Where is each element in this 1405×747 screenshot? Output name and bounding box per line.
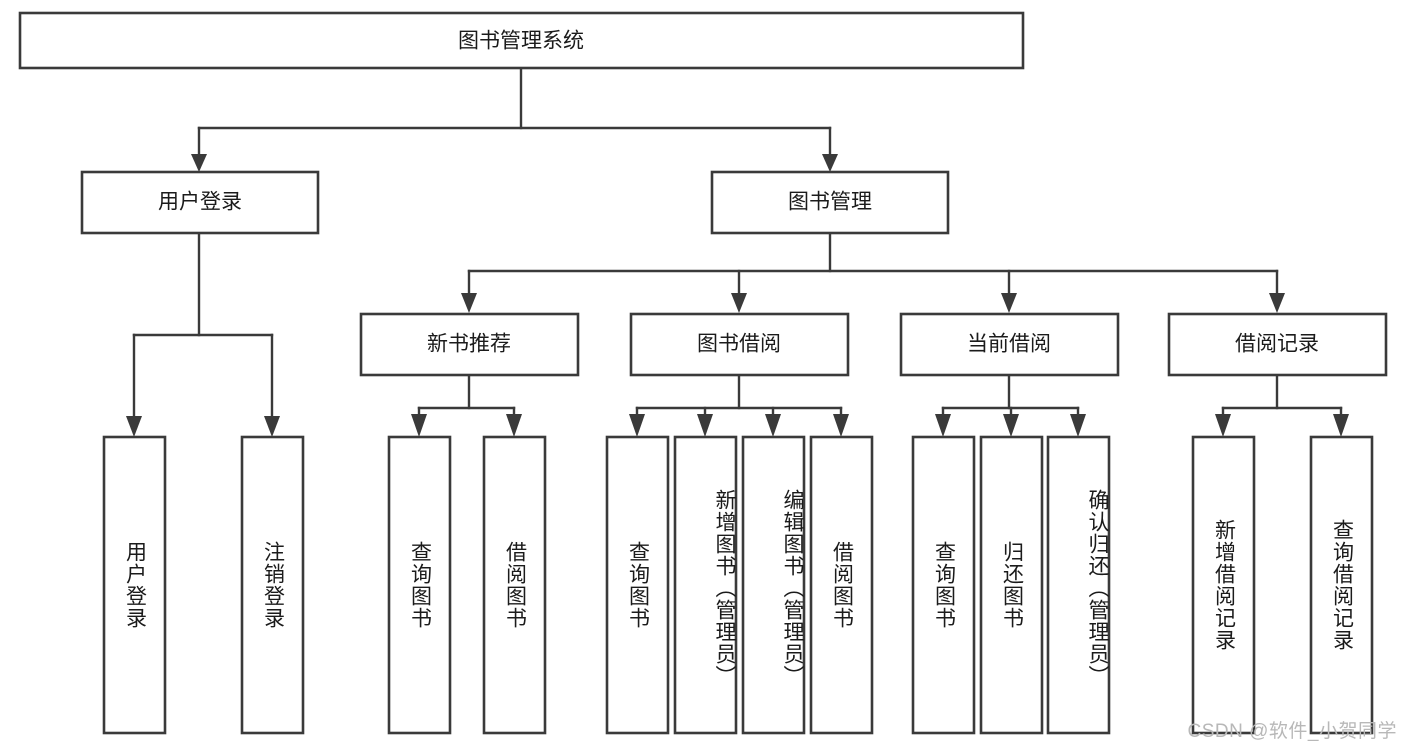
leaf-box-edit-book[interactable] xyxy=(741,435,806,735)
node-book-management-label: 图书管理 xyxy=(788,191,872,214)
arrow-leaf-logout-login xyxy=(264,416,280,437)
leaf-box-logout-login[interactable] xyxy=(240,435,305,735)
arrow-user-login xyxy=(191,154,207,172)
node-book-borrow[interactable]: 图书借阅 xyxy=(629,312,850,377)
node-book-management[interactable]: 图书管理 xyxy=(710,170,950,235)
leaf-box-borrow-book-1[interactable] xyxy=(482,435,547,735)
arrow-leaf-borrow-book-2 xyxy=(833,414,849,437)
node-root-box[interactable] xyxy=(18,11,1025,70)
leaf-box-query-book-2[interactable] xyxy=(605,435,670,735)
arrow-leaf-add-borrow-record xyxy=(1215,414,1231,437)
leaf-box-query-book-3[interactable] xyxy=(911,435,976,735)
node-new-book-recommend-box[interactable] xyxy=(359,312,580,377)
arrow-book-borrow xyxy=(731,293,747,313)
leaf-box-query-borrow-record[interactable] xyxy=(1309,435,1374,735)
arrow-leaf-query-book-2 xyxy=(629,414,645,437)
node-new-book-recommend-label: 新书推荐 xyxy=(427,333,511,356)
leaf-box-user-login[interactable] xyxy=(102,435,167,735)
node-user-login-box[interactable] xyxy=(80,170,320,235)
arrow-leaf-query-book-3 xyxy=(935,414,951,437)
arrow-book-management xyxy=(822,154,838,172)
node-user-login[interactable]: 用户登录 xyxy=(80,170,320,235)
arrow-current-borrow xyxy=(1001,293,1017,313)
node-borrow-record[interactable]: 借阅记录 xyxy=(1167,312,1388,377)
arrow-leaf-return-book xyxy=(1003,414,1019,437)
arrow-leaf-edit-book xyxy=(765,414,781,437)
node-borrow-record-box[interactable] xyxy=(1167,312,1388,377)
arrow-leaf-user-login xyxy=(126,416,142,437)
node-root-label: 图书管理系统 xyxy=(458,30,584,53)
arrow-borrow-record xyxy=(1269,293,1285,313)
arrow-leaf-confirm-return xyxy=(1070,414,1086,437)
leaf-box-return-book[interactable] xyxy=(979,435,1044,735)
node-root[interactable]: 图书管理系统 xyxy=(18,11,1025,70)
node-current-borrow-label: 当前借阅 xyxy=(967,333,1051,356)
node-book-management-box[interactable] xyxy=(710,170,950,235)
node-book-borrow-box[interactable] xyxy=(629,312,850,377)
leaf-box-add-book[interactable] xyxy=(673,435,738,735)
leaf-box-add-borrow-record[interactable] xyxy=(1191,435,1256,735)
connector-group xyxy=(126,66,1349,437)
arrow-new-book-recommend xyxy=(461,293,477,313)
node-borrow-record-label: 借阅记录 xyxy=(1235,333,1319,356)
node-current-borrow[interactable]: 当前借阅 xyxy=(899,312,1120,377)
leaf-box-group xyxy=(102,435,1374,735)
arrow-leaf-query-book-1 xyxy=(411,414,427,437)
leaf-box-confirm-return[interactable] xyxy=(1046,435,1111,735)
node-current-borrow-box[interactable] xyxy=(899,312,1120,377)
node-user-login-label: 用户登录 xyxy=(158,191,242,214)
csdn-watermark: CSDN @软件_小贺同学 xyxy=(1187,721,1397,742)
leaf-box-borrow-book-2[interactable] xyxy=(809,435,874,735)
arrow-leaf-borrow-book-1 xyxy=(506,414,522,437)
node-book-borrow-label: 图书借阅 xyxy=(697,333,781,356)
arrow-leaf-add-book xyxy=(697,414,713,437)
arrow-leaf-query-borrow-record xyxy=(1333,414,1349,437)
leaf-box-query-book-1[interactable] xyxy=(387,435,452,735)
node-new-book-recommend[interactable]: 新书推荐 xyxy=(359,312,580,377)
